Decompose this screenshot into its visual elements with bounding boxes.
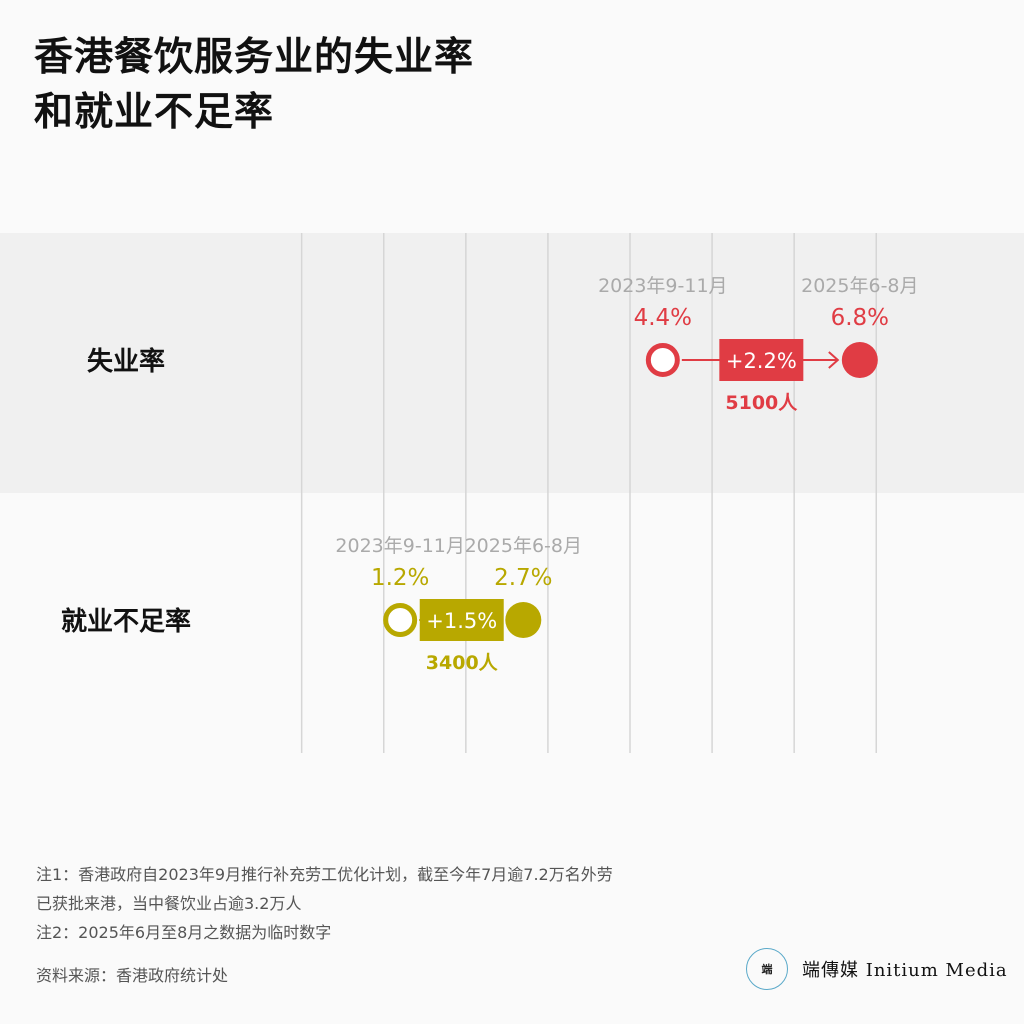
end-value-label: 2.7% [494, 565, 552, 591]
end-period-label: 2025年6-8月 [801, 275, 918, 297]
start-marker [383, 603, 418, 637]
change-box [719, 339, 804, 381]
end-marker [505, 602, 542, 638]
end-period-label: 2025年6-8月 [465, 535, 582, 557]
start-marker [645, 343, 680, 377]
change-box [419, 599, 504, 641]
start-period-label: 2023年9-11月 [598, 275, 727, 297]
row-label: 失业率 [87, 346, 165, 377]
note-line-3: 注2：2025年6月至8月之数据为临时数字 [36, 923, 332, 942]
row-label: 就业不足率 [61, 606, 191, 637]
people-label: 3400人 [426, 652, 499, 674]
note-line-1: 注1：香港政府自2023年9月推行补充劳工优化计划，截至今年7月逾7.2万名外劳 [36, 865, 613, 884]
logo-badge-icon: 端 [746, 948, 788, 990]
source-note: 资料来源：香港政府统计处 [36, 966, 229, 985]
start-period-label: 2023年9-11月 [335, 535, 464, 557]
people-label: 5100人 [725, 392, 798, 414]
note-line-2: 已获批来港，当中餐饮业占逾3.2万人 [36, 894, 302, 913]
start-value-label: 1.2% [371, 565, 429, 591]
logo-text: 端傳媒 Initium Media [802, 960, 1008, 981]
initium-logo: 端 端傳媒 Initium Media [746, 948, 1008, 990]
connector-arrowhead [828, 351, 840, 369]
chart-title: 香港餐饮服务业的失业率 和就业不足率 [34, 30, 474, 140]
notes: 注1：香港政府自2023年9月推行补充劳工优化计划，截至今年7月逾7.2万名外劳… [36, 860, 613, 947]
change-label: +2.2% [726, 349, 797, 373]
start-value-label: 4.4% [634, 305, 692, 331]
end-marker [841, 342, 878, 378]
end-value-label: 6.8% [831, 305, 889, 331]
change-label: +1.5% [426, 609, 497, 633]
title-line-1: 香港餐饮服务业的失业率 [34, 35, 475, 80]
title-line-2: 和就业不足率 [34, 90, 275, 135]
